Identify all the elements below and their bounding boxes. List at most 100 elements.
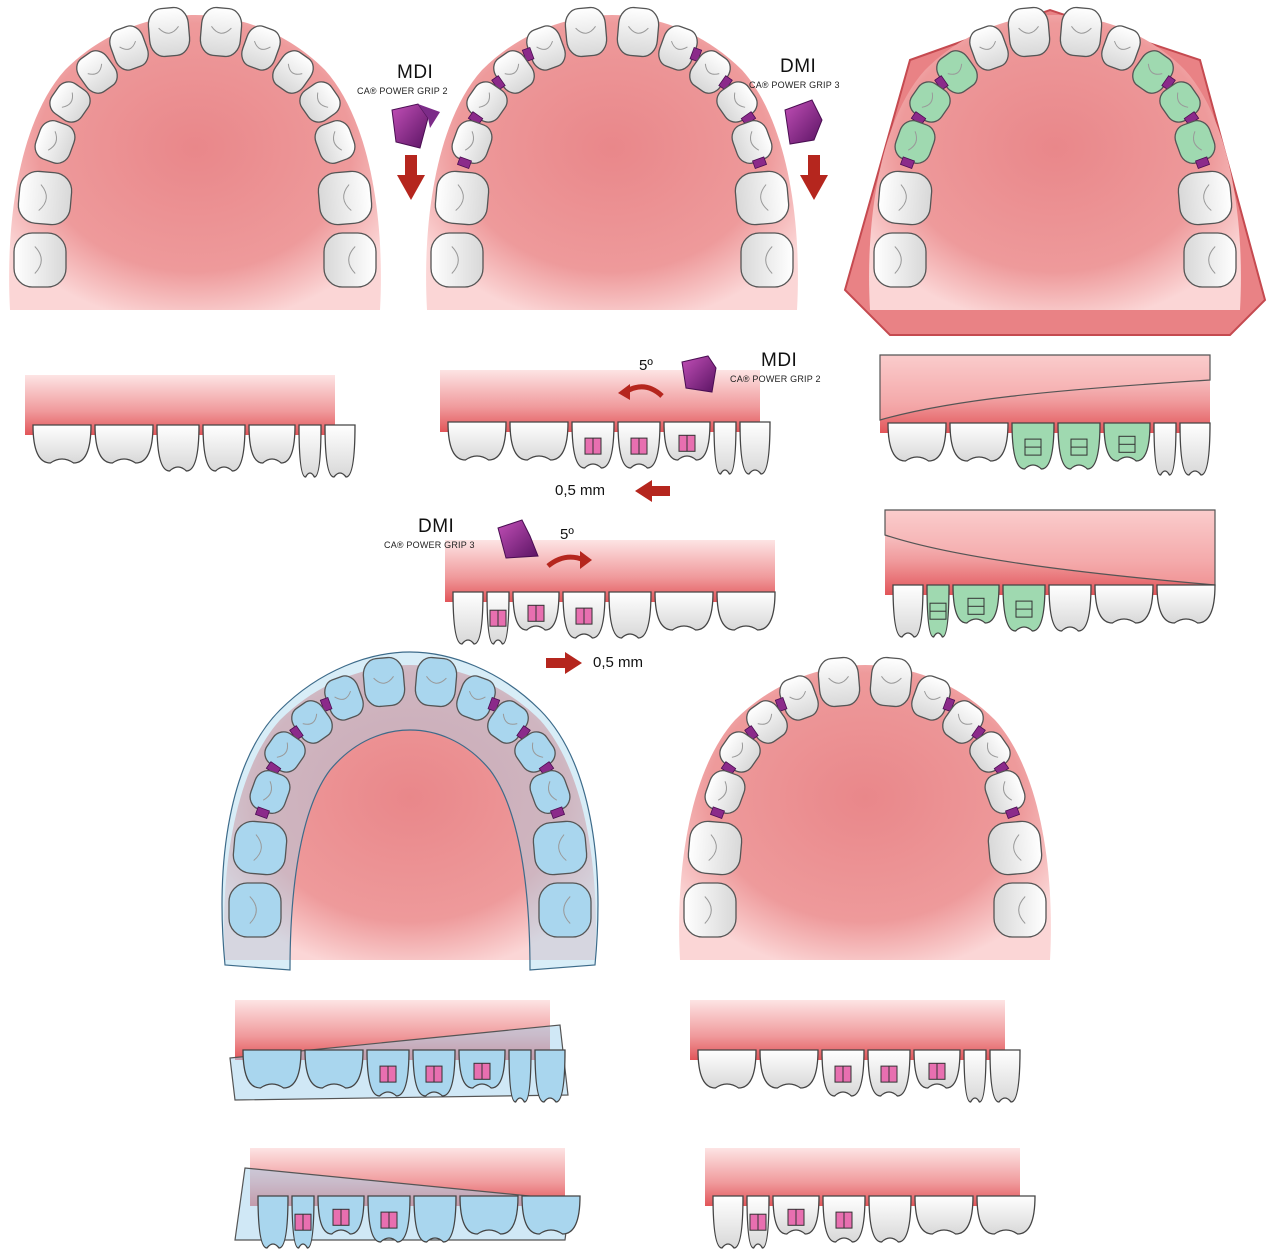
dmi-mid-distance: 0,5 mm [593, 654, 643, 671]
tooth [368, 1196, 410, 1242]
tooth [1104, 423, 1150, 461]
tooth [760, 1050, 818, 1088]
mdi-mid-angle: 5º [639, 357, 653, 374]
mdi-mid-distance: 0,5 mm [555, 482, 605, 499]
tooth [664, 422, 710, 460]
dmi-top-label: DMI [780, 56, 816, 78]
tooth [453, 592, 483, 644]
tooth [258, 1196, 288, 1248]
tooth [1157, 585, 1215, 623]
tooth [773, 1196, 819, 1234]
tooth [893, 585, 923, 637]
side-view-final-b [705, 1148, 1035, 1248]
left-arrow-icon [635, 480, 670, 502]
tooth [362, 656, 406, 707]
down-arrow-icon [800, 155, 828, 200]
upper-arch-blue-aligner [222, 652, 598, 970]
side-view-blue-a [230, 1000, 568, 1102]
dmi-mid-angle: 5º [560, 526, 574, 543]
tooth [413, 1050, 455, 1096]
tooth [367, 1050, 409, 1096]
tooth [414, 656, 458, 707]
tooth [734, 170, 790, 226]
upper-arch-final [679, 656, 1051, 960]
tooth [823, 1196, 865, 1242]
tooth [535, 1050, 565, 1102]
tooth [915, 1196, 973, 1234]
mdi-mid-sublabel: CA® POWER GRIP 2 [730, 374, 821, 384]
side-view-mdi [440, 370, 770, 474]
tooth [325, 425, 355, 477]
tooth [713, 1196, 743, 1248]
tooth [147, 6, 191, 57]
tooth [609, 592, 651, 638]
tooth [953, 585, 999, 623]
dmi-mid-attachment-icon [498, 520, 538, 558]
side-view-green-aligner-a [880, 355, 1210, 475]
tooth [95, 425, 153, 463]
tooth [459, 1050, 505, 1088]
tooth [305, 1050, 363, 1088]
tooth [616, 6, 660, 57]
tooth [747, 1196, 769, 1248]
side-view-final-a [690, 1000, 1020, 1102]
tooth [655, 592, 713, 630]
tooth [17, 170, 73, 226]
tooth [687, 820, 743, 876]
tooth [510, 422, 568, 460]
tooth [317, 170, 373, 226]
tooth [950, 423, 1008, 461]
tooth [232, 820, 288, 876]
tooth [1177, 170, 1233, 226]
tooth [714, 422, 736, 474]
tooth [539, 883, 591, 937]
tooth [229, 883, 281, 937]
tooth [994, 883, 1046, 937]
upper-arch-model-aligner [845, 6, 1265, 335]
tooth [684, 883, 736, 937]
tooth [990, 1050, 1020, 1102]
tooth [817, 656, 861, 707]
tooth [869, 656, 913, 707]
tooth [249, 425, 295, 463]
tooth [1154, 423, 1176, 475]
down-arrow-icon [397, 155, 425, 200]
tooth [522, 1196, 580, 1234]
tooth [914, 1050, 960, 1088]
tooth [618, 422, 660, 468]
dmi-top-sublabel: CA® POWER GRIP 3 [749, 80, 840, 90]
tooth [1059, 6, 1103, 57]
mdi-top-attachment-icon [392, 104, 440, 148]
tooth [888, 423, 946, 461]
tooth [1184, 233, 1236, 287]
right-arrow-icon [546, 652, 582, 674]
tooth [1180, 423, 1210, 475]
tooth [203, 425, 245, 471]
dmi-mid-label: DMI [418, 516, 454, 538]
tooth [513, 592, 559, 630]
tooth [299, 425, 321, 477]
tooth [33, 425, 91, 463]
tooth [1012, 423, 1054, 469]
tooth [822, 1050, 864, 1096]
tooth [318, 1196, 364, 1234]
tooth [1058, 423, 1100, 469]
tooth [157, 425, 199, 471]
side-view-green-aligner-b [885, 510, 1215, 637]
tooth [509, 1050, 531, 1102]
tooth [448, 422, 506, 460]
tooth [243, 1050, 301, 1088]
tooth [431, 233, 483, 287]
tooth [460, 1196, 518, 1234]
tooth [563, 592, 605, 638]
dmi-top-attachment-icon [785, 100, 822, 144]
tooth [1003, 585, 1045, 631]
tooth [698, 1050, 756, 1088]
tooth [414, 1196, 456, 1242]
tooth [977, 1196, 1035, 1234]
tooth [1049, 585, 1091, 631]
tooth [292, 1196, 314, 1248]
tooth [717, 592, 775, 630]
tooth [1095, 585, 1153, 623]
